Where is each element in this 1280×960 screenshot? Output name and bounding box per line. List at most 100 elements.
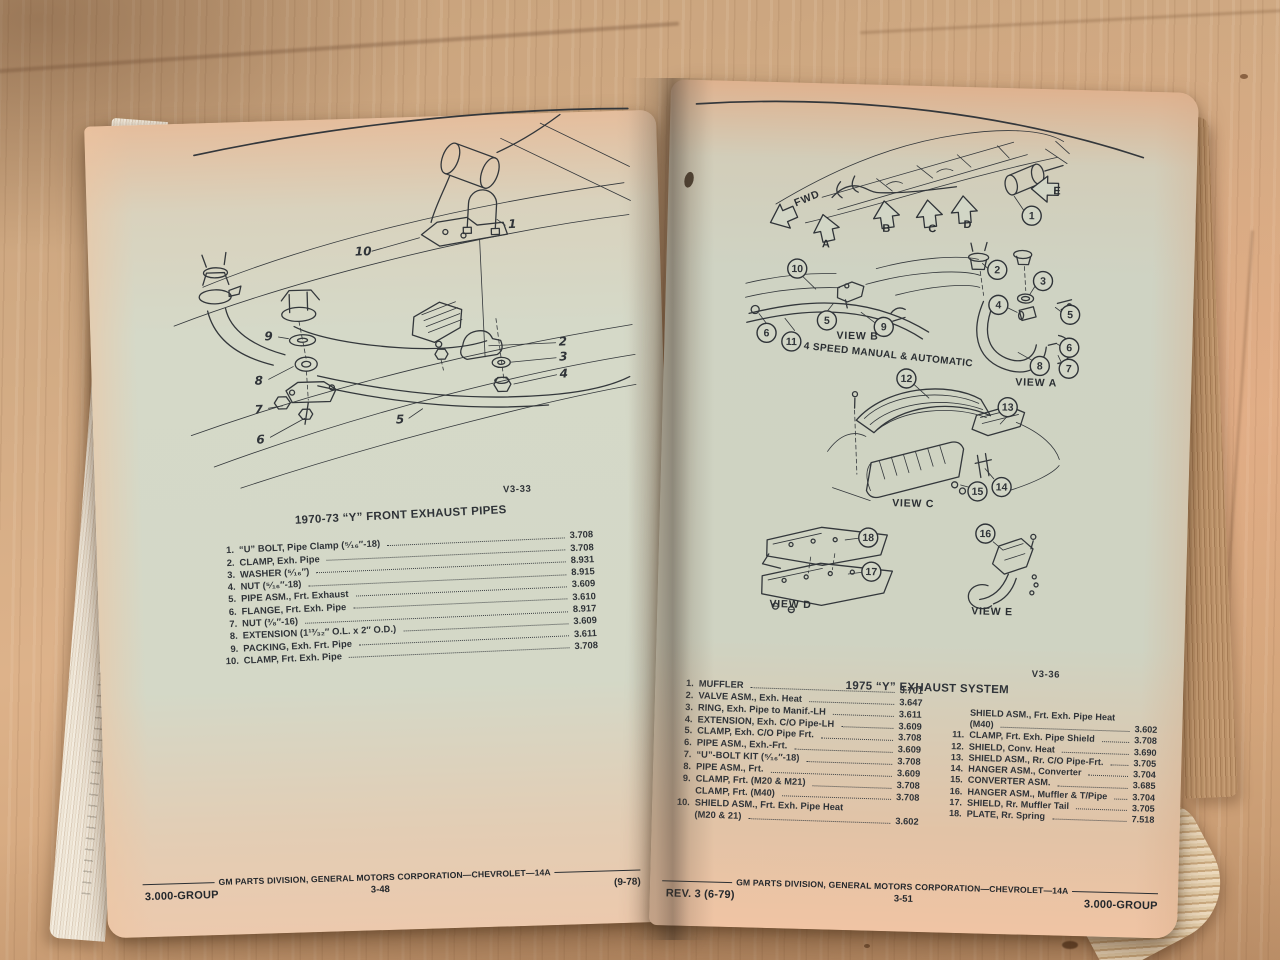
view-e-caption: VIEW E <box>971 605 1014 619</box>
callout-6: 6 <box>1066 342 1072 354</box>
group-number: 3.708 <box>1134 735 1158 747</box>
view-c-caption: VIEW C <box>891 497 935 511</box>
part-number: 4. <box>684 713 693 724</box>
part-number: 3. <box>226 568 236 581</box>
right-parts-list-col2: SHIELD ASM., Frt. Exh. Pipe Heat (M40) 3… <box>940 706 1170 826</box>
part-number: 7. <box>229 617 238 630</box>
part-number: 8. <box>229 630 238 642</box>
group-number: 3.708 <box>897 756 921 768</box>
callout-8: 8 <box>254 373 263 387</box>
view-arrow-b: B <box>882 223 890 235</box>
group-number: 3.602 <box>1134 724 1158 735</box>
group-number: 3.647 <box>899 696 923 708</box>
group-number: 3.611 <box>898 708 922 720</box>
group-number: 3.705 <box>1133 758 1157 769</box>
callout-9: 9 <box>264 329 273 343</box>
wood-knot <box>1240 74 1248 79</box>
left-table-title: 1970-73 “Y” FRONT EXHAUST PIPES <box>294 504 507 527</box>
callout-16: 16 <box>979 528 991 540</box>
part-number: 11. <box>952 729 965 740</box>
callout-11: 11 <box>786 336 798 348</box>
callout-12: 12 <box>900 373 912 385</box>
group-number: 3.704 <box>1132 769 1157 781</box>
dotted-leader <box>832 714 894 718</box>
group-number: 3.704 <box>1132 791 1156 803</box>
callout-15: 15 <box>971 486 983 498</box>
part-number: 17. <box>949 797 963 808</box>
part-number: 3. <box>685 701 694 712</box>
figure-code: V3-36 <box>1031 668 1061 681</box>
group-number: 3.609 <box>571 577 596 590</box>
callout-7: 7 <box>1066 363 1072 375</box>
part-number: 4. <box>227 580 236 593</box>
dotted-leader <box>1052 818 1127 823</box>
group-number: 3.708 <box>569 528 594 541</box>
callout-8: 8 <box>1037 360 1043 372</box>
right-page: FWD A B C D E 1 10 5 9 6 11 <box>649 79 1199 939</box>
callout-5: 5 <box>824 315 830 327</box>
dotted-leader <box>1061 751 1129 755</box>
left-page: 1 10 9 8 7 6 5 2 3 4 V3-33 1970-73 “Y” F… <box>84 107 680 939</box>
part-name: (M40) <box>969 718 994 730</box>
part-name: PLATE, Rr. Spring <box>966 808 1046 822</box>
group-number: 3.602 <box>895 815 919 827</box>
footer-rule <box>142 881 215 885</box>
part-number: 13. <box>950 751 964 763</box>
part-number <box>667 819 694 820</box>
wood-plank-seam <box>860 8 1280 35</box>
part-number: 12. <box>951 740 965 752</box>
left-parts-list: 1. “U” BOLT, Pipe Clamp (⁵⁄₁₆″-18) 3.708… <box>212 527 609 667</box>
group-number: 3.708 <box>896 780 920 791</box>
page-number: 3-51 <box>893 893 913 905</box>
view-arrow-d: D <box>963 219 971 231</box>
part-number: 1. <box>685 677 694 689</box>
part-number: 2. <box>226 556 235 568</box>
revision-label: REV. 3 (6-79) <box>665 887 735 902</box>
footer-rule <box>554 868 641 873</box>
callout-1: 1 <box>1029 210 1035 222</box>
group-label: 3.000-GROUP <box>144 889 219 904</box>
view-b-caption: VIEW B <box>836 329 879 343</box>
group-number: 3.609 <box>897 744 922 756</box>
part-number: 15. <box>949 774 963 785</box>
callout-6: 6 <box>763 327 769 339</box>
part-number: 6. <box>683 737 693 748</box>
footer-rule <box>662 879 733 883</box>
part-number: 9. <box>682 772 691 784</box>
view-arrow-e: E <box>1053 185 1061 197</box>
group-number: 8.931 <box>570 553 595 566</box>
page-edge-mark <box>682 170 696 189</box>
dotted-leader <box>1057 785 1128 789</box>
view-a-diagram: 2 3 4 5 6 7 8 <box>967 241 1081 379</box>
callout-13: 13 <box>1002 402 1014 414</box>
dotted-leader <box>841 726 894 729</box>
part-number: 1. <box>225 544 235 556</box>
part-number: 16. <box>949 785 963 797</box>
view-arrow-c: C <box>928 223 936 235</box>
part-number: 10. <box>225 654 240 667</box>
group-number: 3.610 <box>572 589 596 602</box>
part-number: 2. <box>685 689 694 701</box>
part-number: 14. <box>950 763 964 774</box>
part-number: 9. <box>230 642 239 654</box>
dotted-leader <box>748 818 891 825</box>
top-rule <box>695 100 1145 159</box>
group-number: 3.708 <box>895 791 920 803</box>
callout-5: 5 <box>1067 309 1073 321</box>
dotted-leader <box>1088 774 1129 778</box>
group-number: 3.701 <box>899 684 924 696</box>
callout-4: 4 <box>558 366 568 380</box>
callout-18: 18 <box>862 532 874 544</box>
view-d-caption: VIEW D <box>769 597 812 612</box>
group-number: 3.708 <box>897 732 922 744</box>
figure-code: V3-33 <box>502 483 532 496</box>
view-e-diagram: 16 <box>967 523 1039 610</box>
view-d-diagram: 18 17 <box>761 526 894 614</box>
part-number: 8. <box>683 761 692 772</box>
group-number: 7.518 <box>1131 814 1155 826</box>
group-number: 3.690 <box>1133 746 1157 758</box>
part-number: 5. <box>228 593 237 605</box>
callout-17: 17 <box>865 566 877 578</box>
part-number: 6. <box>228 605 237 617</box>
